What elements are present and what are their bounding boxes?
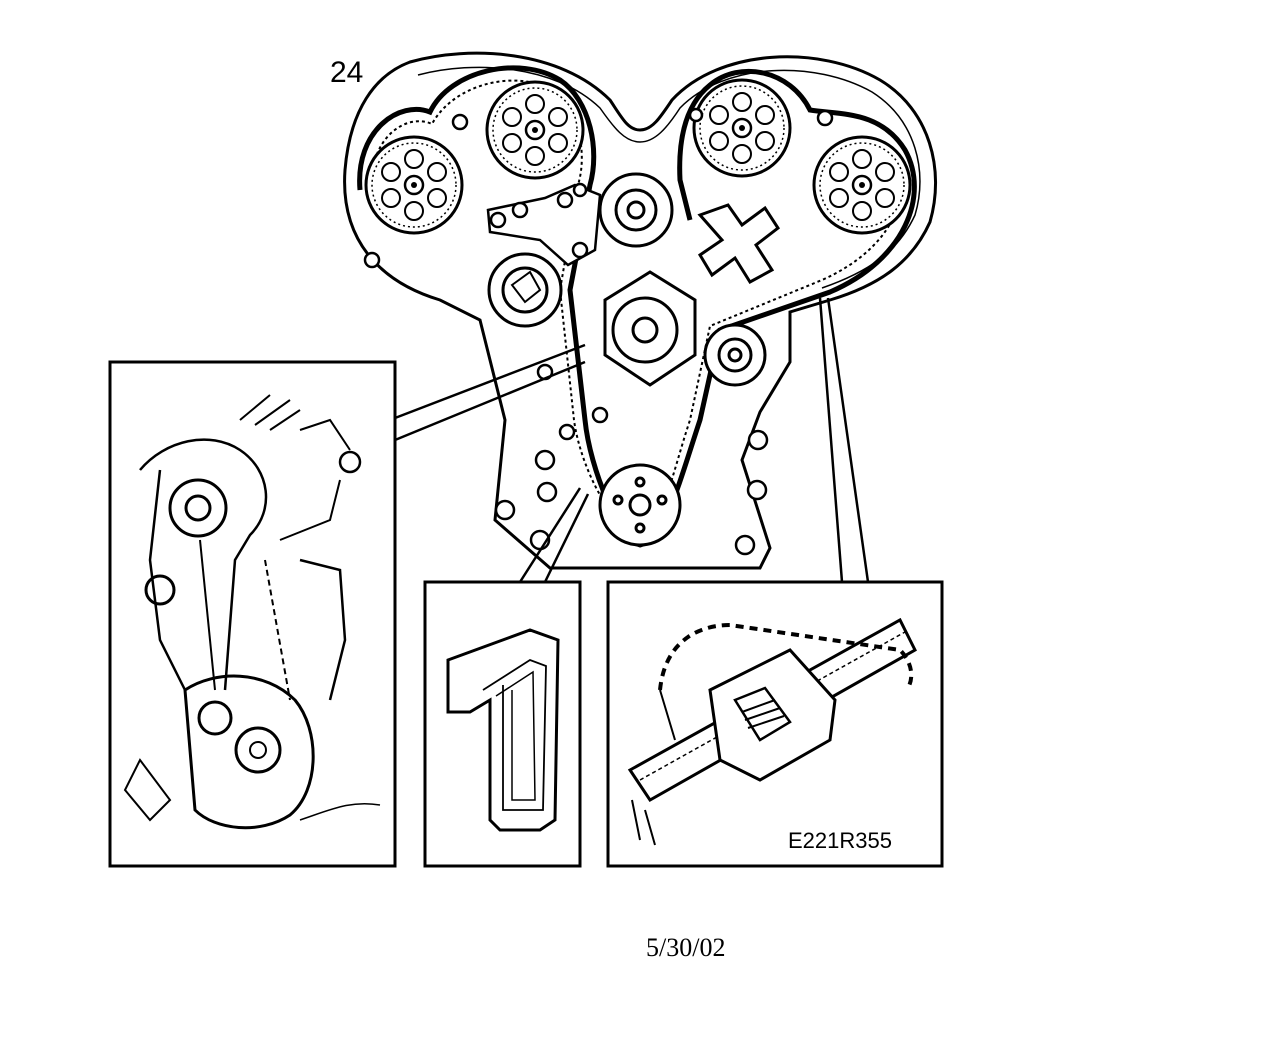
cover-cross-boss — [697, 203, 781, 284]
inset-callout-number: 1 — [0, 0, 582, 868]
block-bolts — [363, 107, 834, 556]
inset-tensioner-detail — [108, 360, 397, 868]
camshaft-gear-right-inner — [692, 78, 792, 178]
inset-tension-gauge — [606, 580, 944, 868]
tensioner-bracket — [486, 183, 602, 267]
leader-lines — [394, 297, 870, 583]
callout-number-label: 1 — [0, 0, 1, 1]
water-pump-pulley — [603, 270, 697, 387]
camshaft-gear-left-inner — [485, 80, 585, 180]
engine-cover — [343, 51, 937, 570]
reference-code: E221R355 — [788, 828, 892, 853]
idler-pulley-upper — [598, 172, 674, 248]
idler-pulley-lower — [703, 323, 767, 387]
crankshaft-pulley — [598, 463, 682, 547]
camshaft-gear-left-outer — [364, 135, 464, 235]
document-date: 5/30/02 — [646, 933, 725, 962]
tensioner-pulley — [487, 252, 563, 328]
camshaft-gear-right-outer — [812, 135, 912, 235]
step-number: 24 — [330, 56, 363, 89]
